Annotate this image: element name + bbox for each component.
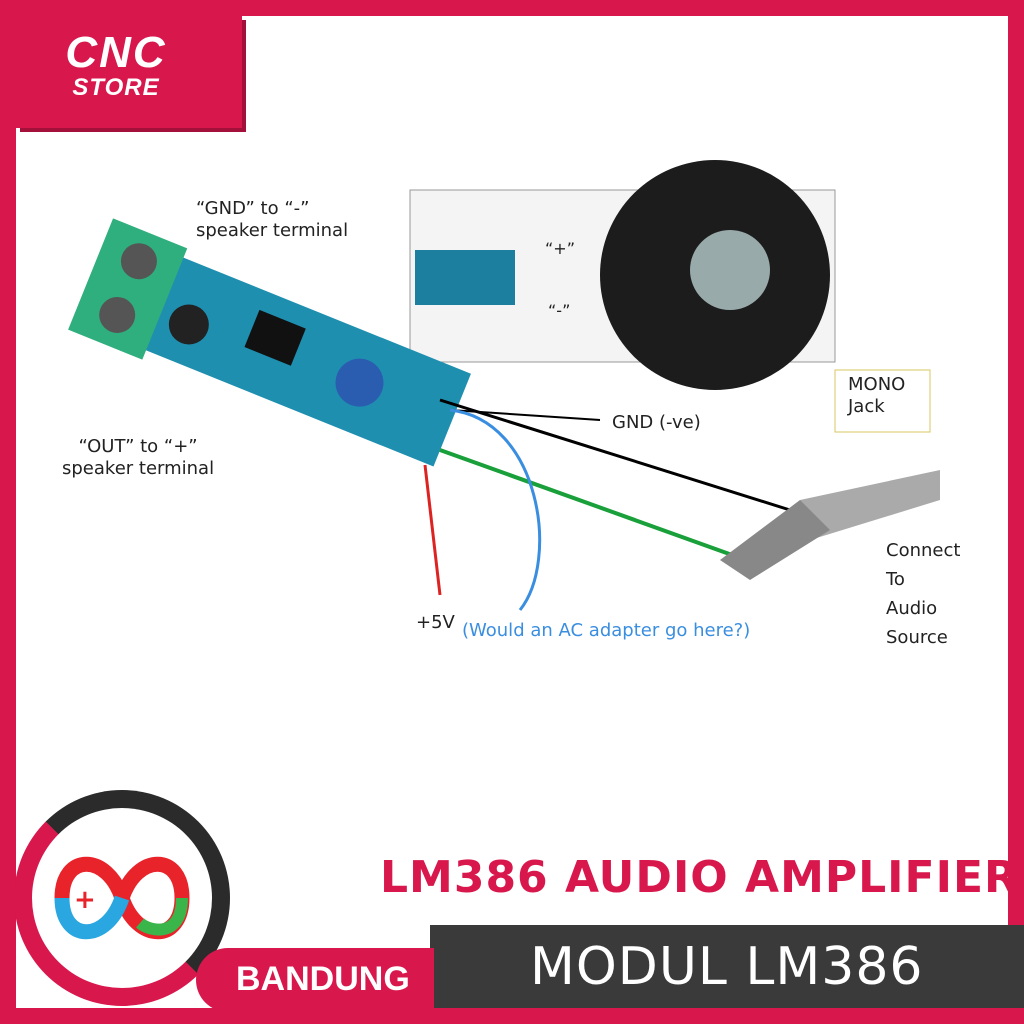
location-badge: BANDUNG xyxy=(196,948,434,1012)
logo-line1: CNC xyxy=(65,28,167,77)
5v-label: +5V xyxy=(416,612,455,633)
connect-label: Connect To Audio Source xyxy=(886,540,961,648)
subtitle-bar: MODUL LM386 xyxy=(430,925,1024,1008)
store-logo: CNC STORE xyxy=(16,16,242,128)
location-text: BANDUNG xyxy=(236,960,410,998)
question-label: (Would an AC adapter go here?) xyxy=(462,620,751,641)
minus-label: “-” xyxy=(548,301,571,320)
out-label: “OUT” to “+” speaker terminal xyxy=(62,436,215,479)
svg-text:+: + xyxy=(74,885,96,915)
gnd-ve-label: GND (-ve) xyxy=(612,412,701,433)
logo-line2: STORE xyxy=(72,74,160,101)
infinity-logo-icon: + xyxy=(54,856,190,940)
gnd-label: “GND” to “-” speaker terminal xyxy=(196,198,349,241)
product-title: LM386 AUDIO AMPLIFIER xyxy=(380,852,1019,903)
plus-label: “+” xyxy=(545,239,575,258)
mono-jack-label: MONO Jack xyxy=(848,374,906,417)
product-subtitle: MODUL LM386 xyxy=(530,937,924,997)
